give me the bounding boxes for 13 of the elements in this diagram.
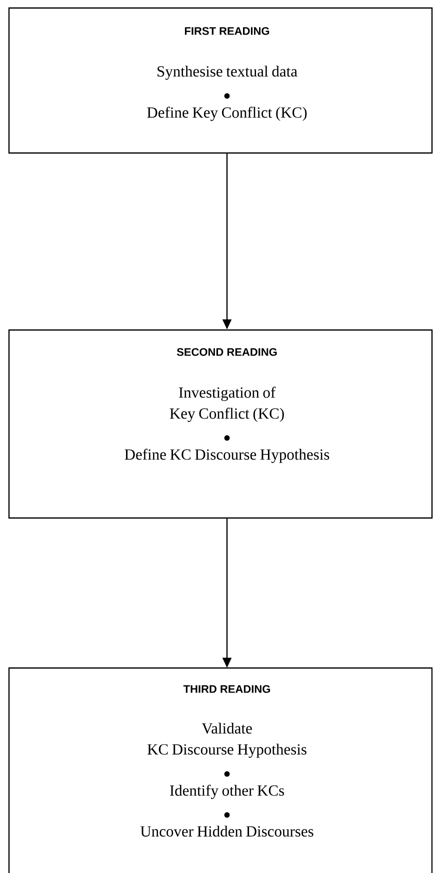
box-heading: SECOND READING bbox=[176, 348, 277, 356]
step-text: Synthesise textual data bbox=[158, 66, 298, 80]
step-text: Define KC Discourse Hypothesis bbox=[124, 448, 330, 463]
step-text: Identify other KCs bbox=[170, 784, 284, 799]
step-text: Define Key Conflict (KC) bbox=[147, 106, 307, 121]
step-text: Validate KC Discourse Hypothesis bbox=[147, 722, 306, 758]
reading-box bbox=[8, 667, 433, 873]
reading-box bbox=[8, 7, 433, 154]
reading-box bbox=[8, 329, 433, 519]
box-heading: FIRST READING bbox=[184, 27, 270, 35]
step-text: Investigation of Key Conflict (KC) bbox=[170, 386, 284, 422]
box-heading: THIRD READING bbox=[183, 685, 270, 693]
step-text: Uncover Hidden Discourses bbox=[140, 826, 314, 837]
